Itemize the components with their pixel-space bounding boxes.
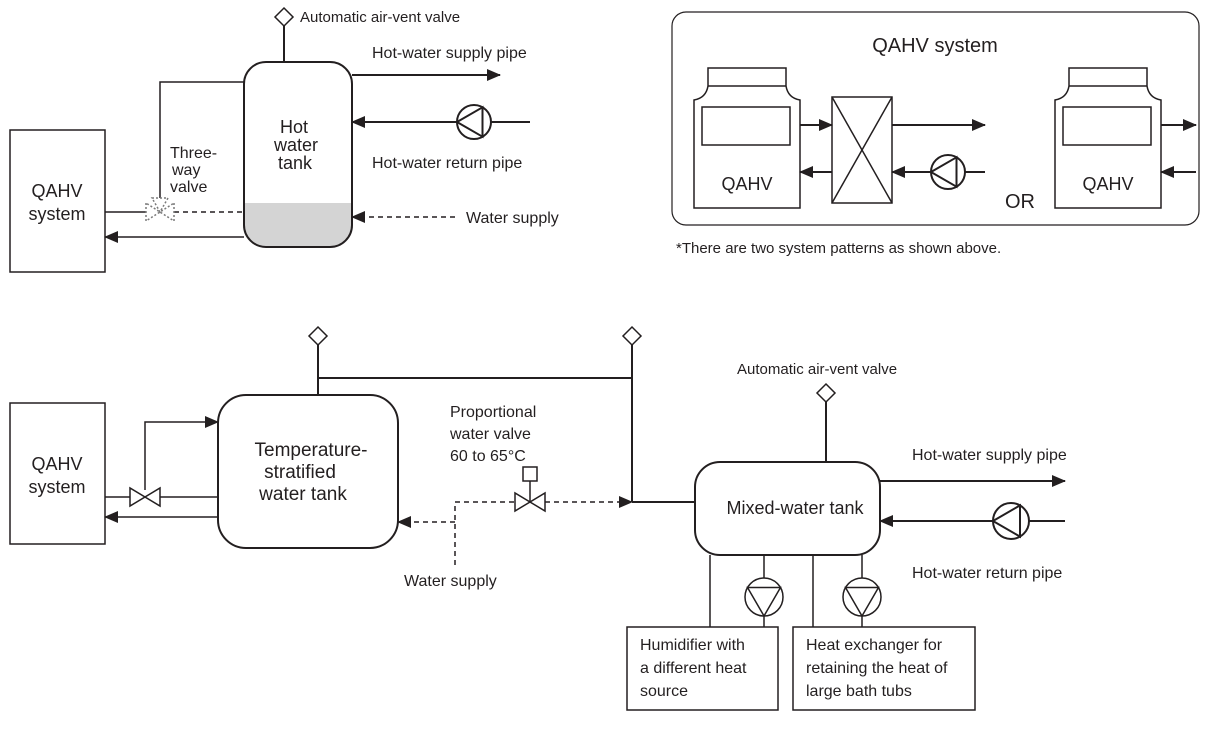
mixed-tank-label: Mixed-water tank: [726, 498, 864, 518]
proportional-valve-icon: [514, 466, 546, 513]
qahv-unit-icon: QAHV: [693, 67, 801, 209]
air-vent-valve-icon: [815, 382, 837, 462]
hot-water-tank: Hot water tank: [243, 61, 353, 248]
qahv-system-patterns: QAHV system QAHV OR QAHV: [671, 11, 1200, 226]
tank-water-level: [244, 203, 352, 247]
pump-icon: [454, 104, 492, 140]
bath-exchanger-label-line1: Heat exchanger for: [806, 637, 943, 654]
humidifier-box: Humidifier with a different heat source: [626, 626, 779, 711]
or-label: OR: [1005, 191, 1035, 213]
pump-icon: [991, 502, 1030, 540]
stratified-tank-label-line3: water tank: [258, 484, 347, 505]
proportional-valve-label-line3: 60 to 65°C: [450, 448, 526, 465]
hot-water-return-pipe-label: Hot-water return pipe: [372, 155, 522, 172]
stratified-water-tank: Temperature- stratified water tank: [217, 394, 399, 549]
tank-label-line1: Hot: [280, 117, 308, 137]
qahv-system-box: QAHV system: [9, 402, 106, 545]
stratified-tank-label-line1: Temperature-: [255, 440, 368, 461]
air-vent-valve-icon: [621, 325, 643, 502]
mixed-water-tank: Mixed-water tank: [694, 461, 881, 556]
qahv-system-label-line2: system: [28, 477, 85, 497]
stratified-tank-label-line2: stratified: [264, 462, 336, 483]
top-left-system: QAHV system Hot water tank Automatic air…: [9, 6, 559, 273]
qahv-unit-icon: QAHV: [1054, 67, 1162, 209]
humidifier-label-line3: source: [640, 683, 688, 700]
air-vent-valve-label: Automatic air-vent valve: [300, 9, 460, 26]
tank-top-bypass-pipe: [159, 81, 244, 198]
heat-exchanger-icon: [831, 96, 893, 204]
three-way-valve-icon: [145, 197, 175, 223]
qahv-system-label-line1: QAHV: [31, 454, 82, 474]
air-vent-valve-label: Automatic air-vent valve: [737, 361, 897, 378]
pump-icon: [842, 577, 882, 618]
qahv-unit-label: QAHV: [721, 174, 772, 194]
three-way-valve-label-line1: Three-: [170, 145, 217, 162]
air-vent-valve-icon: [307, 325, 329, 395]
qahv-system-box: QAHV system: [9, 129, 106, 273]
air-vent-valve-icon: [273, 6, 295, 62]
hot-water-supply-pipe-label: Hot-water supply pipe: [372, 45, 527, 62]
three-way-valve-icon: [129, 486, 161, 508]
patterns-title: QAHV system: [872, 35, 998, 57]
humidifier-label-line2: a different heat: [640, 660, 747, 677]
pump-icon: [744, 577, 784, 618]
three-way-valve-label-line3: valve: [170, 179, 207, 196]
proportional-valve-label-line2: water valve: [449, 426, 531, 443]
bottom-system: QAHV system Temperature- stratified wate…: [9, 325, 1067, 711]
qahv-system-label-line1: QAHV: [31, 181, 82, 201]
qahv-unit-label: QAHV: [1082, 174, 1133, 194]
patterns-note: *There are two system patterns as shown …: [676, 240, 1001, 257]
proportional-valve-label-line1: Proportional: [450, 404, 536, 421]
tank-label-line3: tank: [278, 153, 313, 173]
bath-exchanger-label-line3: large bath tubs: [806, 683, 912, 700]
water-supply-label: Water supply: [466, 210, 559, 227]
pump-icon: [928, 154, 966, 190]
water-supply-label: Water supply: [404, 573, 497, 590]
hot-water-return-pipe-label: Hot-water return pipe: [912, 565, 1062, 582]
three-way-valve-label-line2: way: [171, 162, 200, 179]
valve-bypass-pipe: [144, 416, 219, 490]
humidifier-label-line1: Humidifier with: [640, 637, 745, 654]
qahv-system-label-line2: system: [28, 204, 85, 224]
hot-water-supply-pipe-label: Hot-water supply pipe: [912, 447, 1067, 464]
tank-label-line2: water: [273, 135, 318, 155]
bath-heat-exchanger-box: Heat exchanger for retaining the heat of…: [792, 626, 976, 711]
bath-exchanger-label-line2: retaining the heat of: [806, 660, 948, 677]
